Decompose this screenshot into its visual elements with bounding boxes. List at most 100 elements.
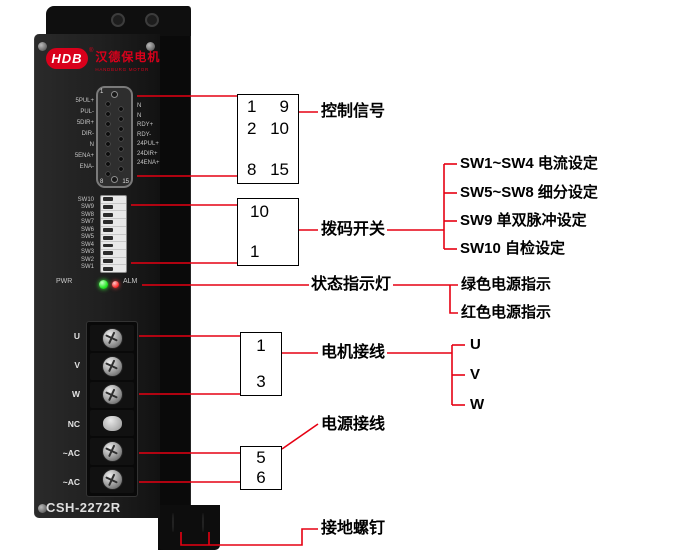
pin-label: N [89, 142, 94, 148]
callout-ground-screw: 接地螺钉 [321, 520, 386, 537]
dip-switch-block [100, 195, 127, 273]
pin-number: 6 [256, 468, 266, 488]
pin-row: 3 [241, 372, 281, 392]
callout-red-power-indicator: 红色电源指示 [461, 304, 552, 321]
power-led-green-icon [99, 280, 108, 289]
callout-sw10-selftest: SW10 自检设定 [460, 240, 566, 257]
dip-label: SW6 [80, 226, 94, 233]
pin-number: 15 [270, 160, 289, 180]
dip-nub-icon [103, 212, 113, 217]
device-top-cap [46, 6, 191, 36]
pin-numbers-box-dip: 10 1 [237, 198, 299, 266]
dip-label: SW5 [80, 234, 94, 241]
device-mounting-flange [158, 505, 220, 550]
pin-number: 1 [256, 336, 266, 355]
pin-row: 8 15 [238, 160, 298, 180]
ground-screw-icon [202, 513, 204, 532]
dip-switch [101, 219, 126, 227]
db15-pin-number-top: 1 [100, 89, 104, 95]
terminal-u [90, 325, 134, 352]
terminal-label-ac2: ~AC [62, 477, 80, 488]
db15-pin-number-bottom-right: 15 [122, 179, 129, 185]
db15-right-pin-labels: N N RDY+ RDY- 24PUL+ 24DIR+ 24ENA+ [137, 103, 163, 166]
terminal-screw-icon [101, 384, 123, 406]
dip-switch [101, 196, 126, 204]
dip-switch [101, 250, 126, 258]
pin-numbers-box-power: 5 6 [240, 446, 282, 490]
terminal-label-ac1: ~AC [62, 447, 80, 458]
pin-number: 1 [250, 242, 260, 262]
dip-switch [101, 265, 126, 272]
pin-label: 5ENA+ [74, 153, 94, 159]
db15-pin-column-icon [118, 104, 124, 174]
pin-row: 1 [238, 242, 298, 262]
pin-row: 1 [241, 336, 281, 356]
panel-screw-icon [38, 504, 47, 513]
pin-number: 5 [256, 448, 266, 467]
dip-switch [101, 204, 126, 212]
pin-label: 24PUL+ [137, 141, 159, 147]
pin-number: 9 [279, 97, 289, 116]
dip-nub-icon [103, 266, 113, 271]
dip-nub-icon [103, 258, 113, 263]
alarm-led-red-icon [112, 281, 119, 288]
dip-switch [101, 258, 126, 266]
dip-switch [101, 211, 126, 220]
brand-abbr: HDB [51, 51, 83, 66]
callout-status-indicator: 状态指示灯 [311, 276, 392, 293]
device-heatsink-strip [158, 6, 191, 550]
brand-logo: HDB ® 汉德保电机 HANDBURG MOTOR [46, 48, 160, 72]
terminal-label-w: W [71, 389, 80, 400]
db15-pin-number-bottom-left: 8 [100, 179, 104, 185]
pin-row: 10 [238, 202, 298, 222]
terminal-screw-icon [101, 327, 123, 349]
db15-mount-hole-icon [111, 176, 118, 183]
line-status-red [449, 285, 458, 314]
pin-label: 24DIR+ [137, 150, 158, 157]
db15-connector: 1 8 15 [96, 86, 133, 188]
brand-badge: HDB [46, 48, 88, 69]
dip-nub-icon [103, 235, 113, 240]
db15-pin-column-icon [105, 99, 111, 179]
dip-label: SW3 [80, 249, 94, 256]
pin-label: N [137, 112, 142, 119]
terminal-ac2 [90, 466, 134, 493]
model-label: CSH-2272R [46, 500, 121, 515]
pin-label: RDY+ [137, 122, 154, 128]
pin-label: 24ENA+ [137, 160, 160, 166]
dip-label: SW7 [80, 219, 94, 226]
pin-label: DIR- [81, 131, 94, 137]
terminal-screw-icon [101, 355, 123, 377]
callout-motor-wiring: 电机接线 [321, 344, 386, 361]
terminal-label-nc: NC [67, 418, 80, 429]
pin-number: 1 [247, 97, 257, 116]
brand-name-cn: 汉德保电机 [95, 50, 161, 64]
callout-motor-v: V [470, 366, 481, 383]
terminal-nc [90, 409, 134, 437]
callout-power-wiring: 电源接线 [321, 416, 386, 433]
callout-sw5-sw8-microstep: SW5~SW8 细分设定 [460, 184, 598, 201]
callout-dip-switch: 拨码开关 [321, 221, 386, 238]
callout-motor-w: W [470, 396, 485, 413]
terminal-plug-icon [102, 415, 122, 431]
dip-switch [101, 242, 126, 250]
dip-nub-icon [103, 220, 113, 225]
brand-names: 汉德保电机 HANDBURG MOTOR [95, 48, 160, 72]
pin-row: 6 [241, 468, 281, 488]
pwr-label: PWR [56, 278, 73, 285]
callout-sw1-sw4-current: SW1~SW4 电流设定 [460, 155, 598, 172]
terminal-w [90, 381, 134, 408]
pin-label: 5PUL+ [75, 98, 94, 104]
pin-label: RDY- [137, 131, 152, 138]
pin-number: 3 [256, 372, 266, 392]
db15-left-pin-labels: 5PUL+ PUL- 5DIR+ DIR- N 5ENA+ ENA- [52, 98, 94, 170]
dip-switch-labels: SW10 SW9 SW8 SW7 SW6 SW5 SW4 SW3 SW2 SW1 [56, 197, 94, 270]
dip-nub-icon [103, 251, 113, 256]
callout-control-signal: 控制信号 [321, 103, 386, 120]
brand-reg-mark: ® [89, 48, 94, 54]
dip-label: SW4 [80, 241, 94, 248]
pin-row: 5 [241, 448, 281, 468]
pin-row: 1 9 [238, 97, 298, 117]
dip-switch [101, 235, 126, 243]
